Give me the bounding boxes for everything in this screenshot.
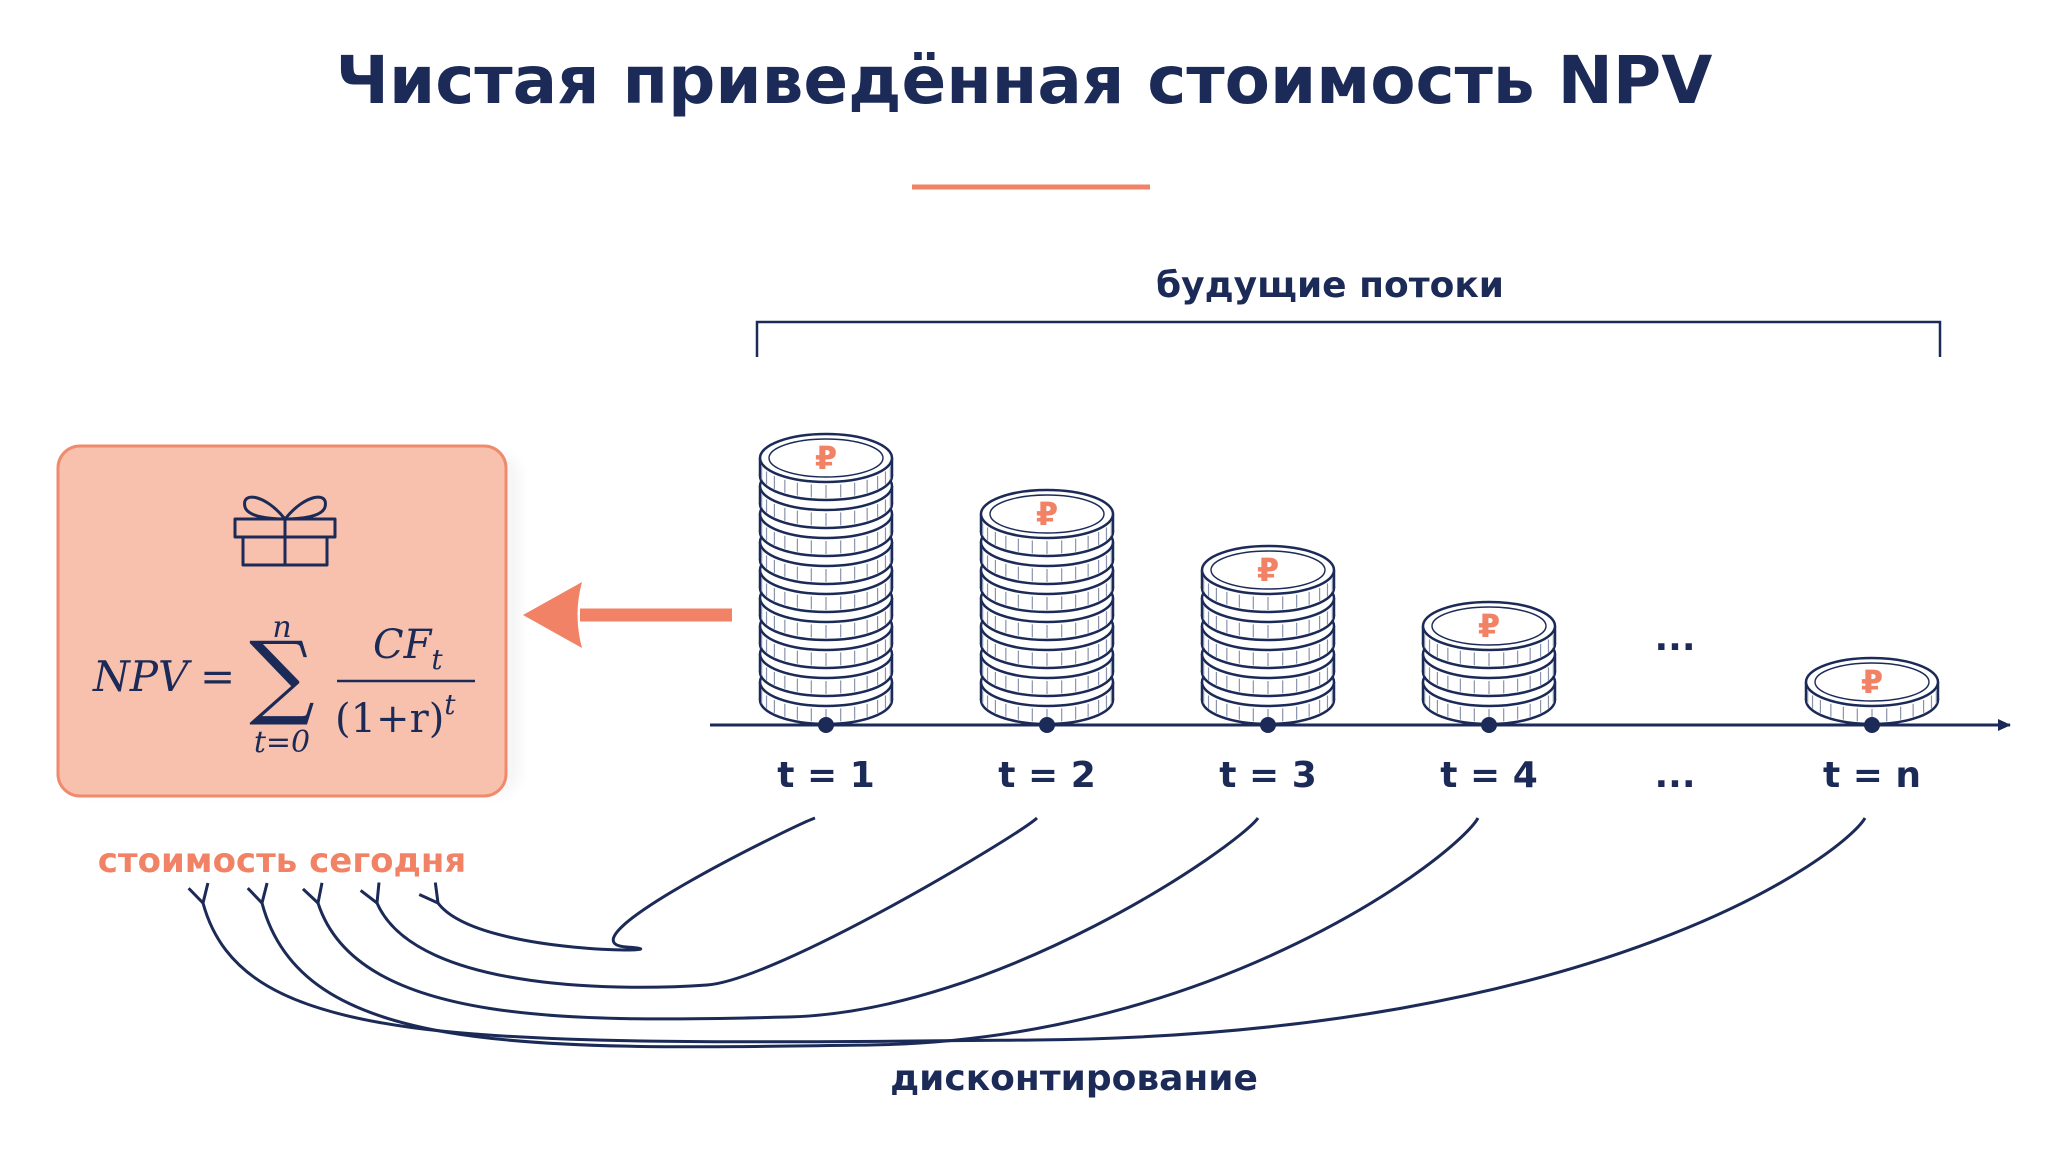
discount-curve-4 bbox=[262, 817, 1480, 1049]
time-label: t = 2 bbox=[998, 755, 1096, 796]
discount-curve-3 bbox=[318, 817, 1260, 1021]
coin-stack-4: ₽ bbox=[1421, 600, 1557, 726]
discount-curve-1 bbox=[438, 816, 816, 952]
timeline-dot bbox=[1039, 717, 1055, 733]
gift-icon bbox=[233, 495, 337, 567]
timeline-dot bbox=[1864, 717, 1880, 733]
ruble-icon: ₽ bbox=[1478, 607, 1500, 645]
ruble-icon: ₽ bbox=[1257, 551, 1279, 589]
coin bbox=[758, 432, 894, 502]
discount-curve-2 bbox=[377, 816, 1039, 989]
formula-equals: = bbox=[200, 652, 235, 701]
discounting-label: дисконтирование bbox=[890, 1058, 1258, 1099]
coin bbox=[1421, 600, 1557, 670]
page-title: Чистая приведённая стоимость NPV bbox=[336, 42, 1713, 119]
future-flows-bracket bbox=[755, 320, 1942, 357]
ellipsis-stacks: ... bbox=[1654, 618, 1695, 659]
timeline-dot bbox=[1260, 717, 1276, 733]
time-label: t = 4 bbox=[1440, 755, 1538, 796]
present-value-box bbox=[56, 444, 508, 798]
time-label: t = n bbox=[1823, 755, 1921, 796]
ruble-icon: ₽ bbox=[815, 439, 837, 477]
coin bbox=[979, 488, 1115, 558]
coin bbox=[1200, 544, 1336, 614]
time-label: t = 1 bbox=[777, 755, 875, 796]
formula-lower-limit: t=0 bbox=[254, 725, 310, 760]
future-flows-label: будущие потоки bbox=[1156, 265, 1504, 306]
coin-stack-3: ₽ bbox=[1200, 544, 1336, 726]
formula-sigma: ∑ bbox=[249, 622, 315, 729]
coin-stack-1: ₽ bbox=[758, 432, 894, 726]
present-value-label: стоимость сегодня bbox=[98, 841, 467, 881]
discount-curves bbox=[203, 816, 1867, 1049]
formula-lhs: NPV bbox=[92, 652, 192, 701]
ruble-icon: ₽ bbox=[1861, 663, 1883, 701]
timeline-dot bbox=[818, 717, 834, 733]
time-label: t = 3 bbox=[1219, 755, 1317, 796]
timeline-dot bbox=[1481, 717, 1497, 733]
formula-upper-limit: n bbox=[272, 610, 291, 645]
arrow-left-icon bbox=[523, 582, 732, 648]
formula-numerator: CFt bbox=[373, 622, 443, 676]
coin-stack-2: ₽ bbox=[979, 488, 1115, 726]
discount-curve-5 bbox=[203, 817, 1867, 1044]
ruble-icon: ₽ bbox=[1036, 495, 1058, 533]
formula-denominator: (1+r)t bbox=[335, 688, 456, 742]
coin-stack-5: ₽ bbox=[1804, 656, 1940, 726]
timeline-points: t = 1 t = 2 t = 3 t = 4... t = n bbox=[777, 717, 1921, 796]
npv-formula: NPV = n ∑ t=0 CFt (1+r)t bbox=[92, 610, 475, 760]
coin-stacks: ₽ ₽ ₽ ₽ ₽ bbox=[758, 432, 1940, 726]
time-label: ... bbox=[1654, 755, 1695, 796]
